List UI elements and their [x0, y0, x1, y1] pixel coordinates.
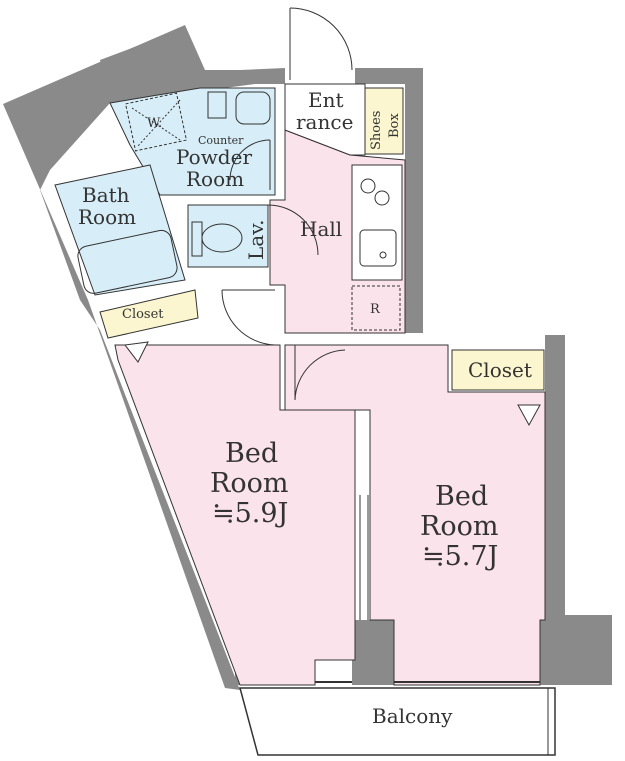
refrigerator-label: R [370, 302, 381, 317]
stove-burner-a [360, 178, 376, 194]
refrigerator-box [351, 285, 401, 331]
bed-room-left-floor [114, 344, 356, 686]
bed-room-right-size: ≒5.7J [422, 541, 498, 572]
wall-top-right [355, 68, 423, 84]
lav-door-arc [267, 204, 319, 256]
bed-room-left-label-1: Bed [225, 438, 278, 469]
powder-basin [235, 91, 271, 125]
kitchen-counter [351, 164, 403, 281]
washer-box [124, 92, 188, 152]
washer-cross-a [131, 107, 181, 141]
closet-left-marker [124, 341, 149, 363]
lavatory-floor [187, 204, 269, 268]
washer-label: W. [147, 116, 162, 131]
bed-room-right-label-1: Bed [435, 481, 488, 512]
blue-areas [54, 87, 276, 296]
closet-left-label: Closet [122, 307, 164, 322]
bed-room-right-floor [284, 344, 546, 686]
wall-top-block [100, 28, 198, 98]
closet-right-marker [517, 404, 541, 427]
wall-top-strip [195, 70, 285, 84]
entrance-label-1: Ent [308, 88, 344, 112]
bath-room-label-2: Room [78, 205, 136, 229]
lavatory-label: Lav. [244, 220, 268, 261]
sink-drain [379, 251, 387, 259]
wall-right-upper [405, 68, 423, 333]
entrance-door-arc [289, 7, 353, 71]
shoes-box-area [364, 87, 404, 155]
entrance-label-2: rance [296, 110, 353, 134]
wall-right-main [545, 335, 565, 685]
counter-label: Counter [198, 134, 244, 147]
powder-room-label-2: Room [186, 167, 244, 191]
balcony-label: Balcony [372, 704, 453, 728]
kitchen-sink [359, 229, 397, 267]
yellow-areas [99, 87, 545, 391]
fixtures [77, 7, 541, 683]
shoes-box-label-2: Box [387, 113, 402, 138]
bath-room-floor [54, 164, 186, 296]
bath-tub [77, 229, 178, 294]
bed-left-door-arc [221, 289, 276, 346]
powder-door-arc [229, 139, 271, 181]
balcony-area [239, 687, 556, 756]
bed-room-left-label-2: Room [210, 468, 288, 499]
labels: Ent rance Shoes Box W. Counter Powder Ro… [78, 88, 532, 728]
stove-burner-b [374, 190, 390, 206]
hall-label: Hall [300, 217, 342, 241]
powder-room-label-1: Powder [176, 145, 252, 169]
wall-right-block [540, 615, 612, 685]
bed-room-right-label-2: Room [420, 511, 498, 542]
wall-mid-block [352, 620, 394, 685]
bed-room-left-size: ≒5.9J [212, 498, 288, 529]
closet-right-area [451, 349, 545, 391]
closet-left-area [99, 289, 199, 339]
shoes-box-label-1: Shoes [369, 111, 384, 150]
toilet-bowl [201, 223, 243, 253]
entrance-floor [284, 83, 366, 156]
bed-right-door-arc [294, 349, 346, 401]
closet-right-label: Closet [468, 358, 532, 382]
bath-room-label-1: Bath [82, 183, 130, 207]
powder-sink [207, 91, 227, 119]
